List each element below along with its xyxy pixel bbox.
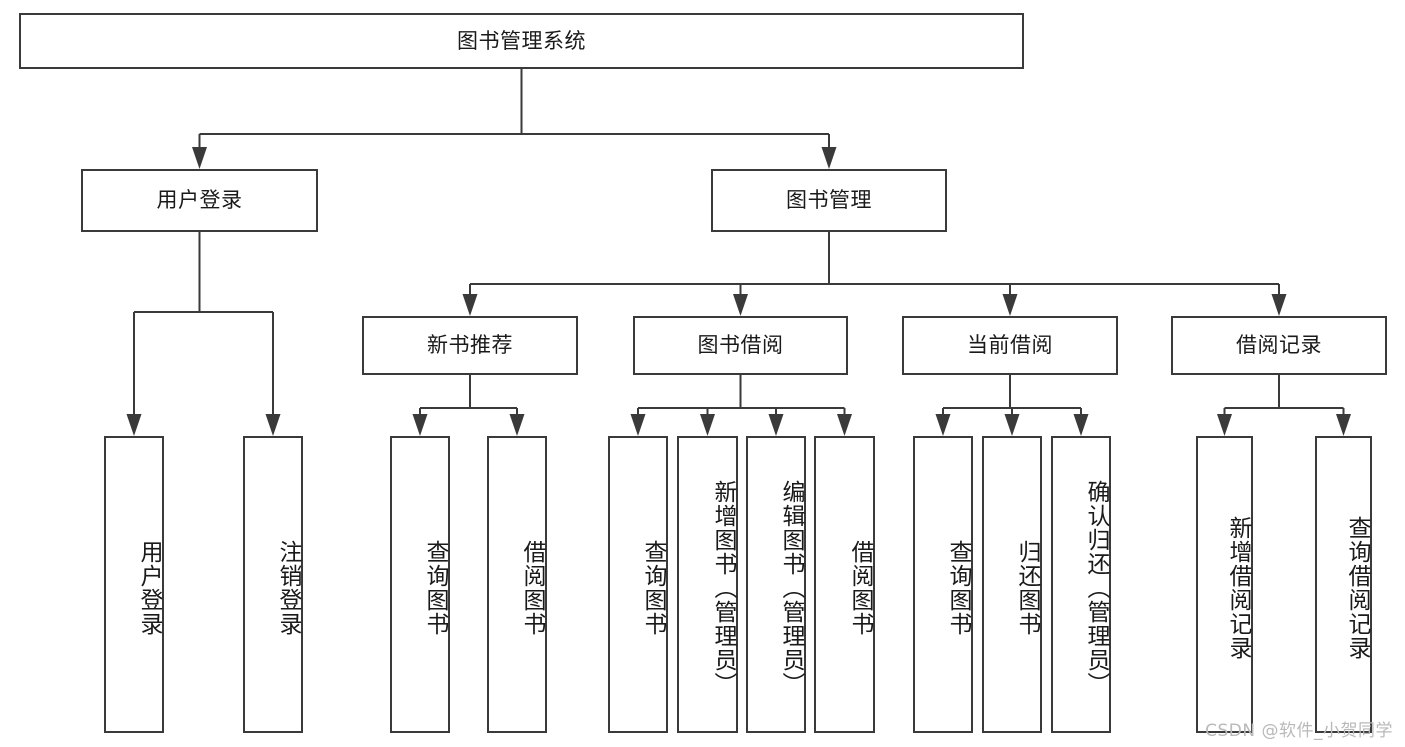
node-book-borrow-label: 图书借阅 [697, 333, 784, 358]
node-leaf-query-book-rec[interactable]: 查询图书 [390, 436, 450, 733]
node-leaf-confirm-return-admin-label: 确认归还（管理员） [1083, 479, 1109, 696]
node-leaf-query-borrow-record-label: 查询借阅记录 [1344, 515, 1370, 660]
node-leaf-add-book-admin[interactable]: 新增图书（管理员） [677, 436, 738, 733]
node-leaf-add-borrow-record-label: 新增借阅记录 [1225, 515, 1251, 660]
node-current-borrow[interactable]: 当前借阅 [902, 316, 1118, 375]
node-leaf-return-book[interactable]: 归还图书 [982, 436, 1042, 733]
node-leaf-query-book-rec-label: 查询图书 [422, 539, 448, 636]
node-leaf-query-book-current-label: 查询图书 [945, 539, 971, 636]
node-leaf-query-book-borrow-label: 查询图书 [640, 539, 666, 636]
node-root[interactable]: 图书管理系统 [19, 13, 1024, 69]
node-leaf-borrow-book[interactable]: 借阅图书 [814, 436, 875, 733]
node-book-manage-label: 图书管理 [786, 188, 872, 213]
node-borrow-record-label: 借阅记录 [1236, 333, 1322, 358]
node-leaf-user-login-label: 用户登录 [136, 539, 162, 636]
node-user-login[interactable]: 用户登录 [81, 169, 318, 232]
node-leaf-edit-book-admin-label: 编辑图书（管理员） [778, 479, 804, 696]
node-leaf-borrow-book-rec[interactable]: 借阅图书 [487, 436, 547, 733]
node-book-manage[interactable]: 图书管理 [711, 169, 947, 232]
node-borrow-record[interactable]: 借阅记录 [1171, 316, 1387, 375]
node-user-login-label: 用户登录 [156, 188, 243, 213]
node-new-book-recommend[interactable]: 新书推荐 [362, 316, 578, 375]
node-book-borrow[interactable]: 图书借阅 [633, 316, 848, 375]
node-leaf-borrow-book-label: 借阅图书 [847, 539, 873, 636]
node-leaf-logout[interactable]: 注销登录 [243, 436, 303, 733]
csdn-watermark: CSDN @软件_小贺同学 [1205, 721, 1393, 741]
node-leaf-confirm-return-admin[interactable]: 确认归还（管理员） [1051, 436, 1111, 733]
node-leaf-return-book-label: 归还图书 [1014, 539, 1040, 636]
node-leaf-borrow-book-rec-label: 借阅图书 [519, 539, 545, 636]
node-leaf-user-login[interactable]: 用户登录 [104, 436, 164, 733]
node-leaf-logout-label: 注销登录 [275, 539, 301, 636]
node-current-borrow-label: 当前借阅 [967, 333, 1053, 358]
node-leaf-add-borrow-record[interactable]: 新增借阅记录 [1196, 436, 1253, 733]
node-leaf-add-book-admin-label: 新增图书（管理员） [710, 479, 736, 696]
node-leaf-query-borrow-record[interactable]: 查询借阅记录 [1315, 436, 1372, 733]
node-leaf-query-book-current[interactable]: 查询图书 [913, 436, 973, 733]
node-leaf-query-book-borrow[interactable]: 查询图书 [608, 436, 668, 733]
node-root-label: 图书管理系统 [457, 28, 586, 53]
node-leaf-edit-book-admin[interactable]: 编辑图书（管理员） [746, 436, 806, 733]
node-new-book-recommend-label: 新书推荐 [427, 333, 513, 358]
